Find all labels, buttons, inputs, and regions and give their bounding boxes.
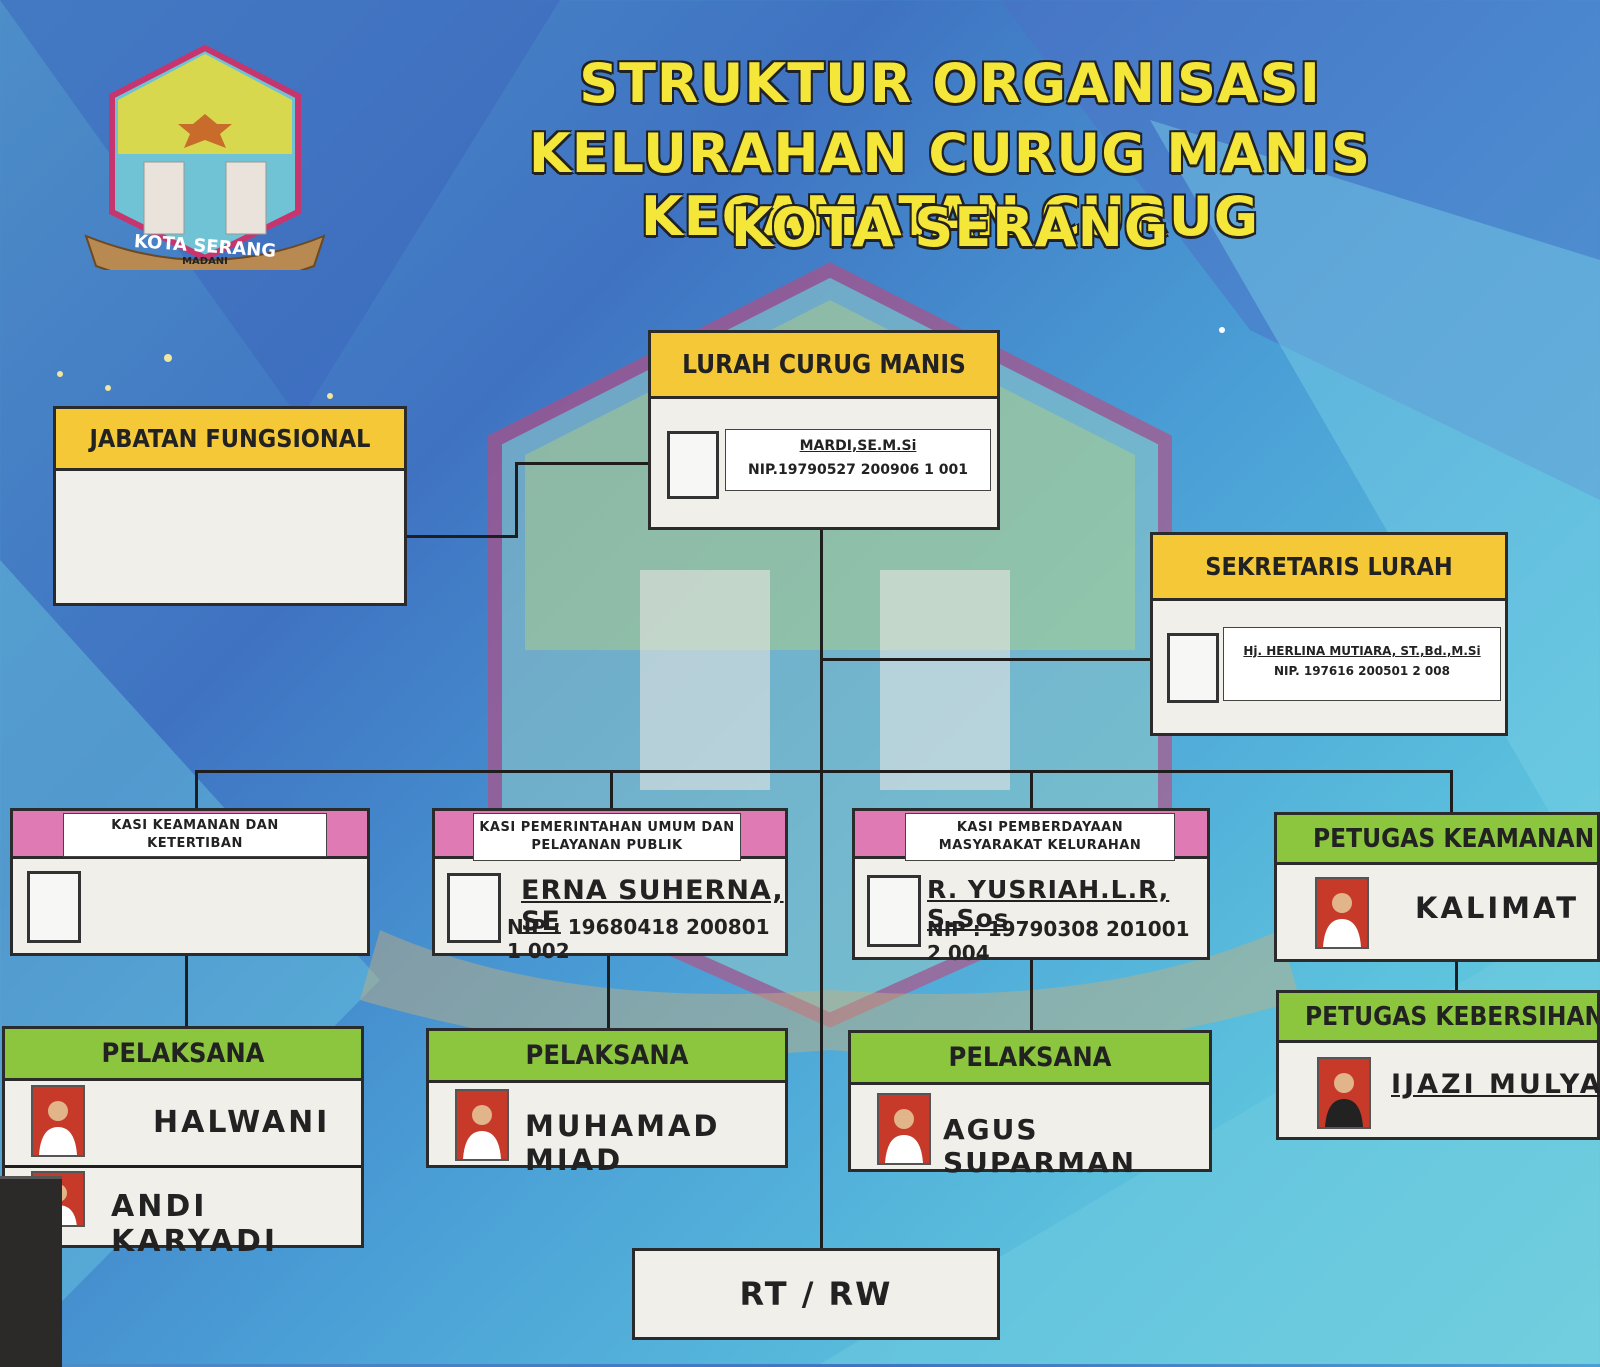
title-line-1: STRUKTUR ORGANISASI (579, 52, 1321, 115)
kasi-trantib-box: KASI KEAMANAN DAN KETERTIBAN (10, 808, 370, 956)
kasi-pemberdayaan-heading: KASI PEMBERDAYAAN MASYARAKAT KELURAHAN (905, 813, 1175, 861)
petugas-keamanan-photo (1315, 877, 1369, 949)
person-photo-icon (1325, 1073, 1363, 1127)
connector-pelaksana-1 (185, 955, 188, 1027)
connector-kasi-1 (195, 770, 198, 810)
lurah-box: LURAH CURUG MANIS MARDI,SE.M.Si NIP.1979… (648, 330, 1000, 530)
person-photo-icon (885, 1109, 923, 1163)
kasi-pemberdayaan-box: KASI PEMBERDAYAAN MASYARAKAT KELURAHAN R… (852, 808, 1210, 965)
petugas-kebersihan-heading: PETUGAS KEBERSIHAN (1279, 993, 1597, 1043)
pelaksana-2-photo (455, 1089, 509, 1161)
jabatan-fungsional-box: JABATAN FUNGSIONAL (53, 406, 407, 606)
connector-sekretaris (822, 658, 1152, 661)
pelaksana-3-name-1: AGUS SUPARMAN (943, 1113, 1137, 1179)
connector-lurah-fungsional-v (515, 462, 518, 538)
lurah-heading: LURAH CURUG MANIS (651, 333, 997, 399)
connector-kasi-2 (610, 770, 613, 810)
pelaksana-1-box: PELAKSANA HALWANI ANDI KARYADI (2, 1026, 364, 1259)
petugas-keamanan-heading: PETUGAS KEAMANAN (1277, 815, 1597, 865)
sekretaris-name-box: Hj. HERLINA MUTIARA, ST.,Bd.,M.Si NIP. 1… (1223, 627, 1501, 701)
kasi-pemberdayaan-nip: NIP : 19790308 201001 2 004 (927, 917, 1190, 965)
kasi-pemberdayaan-photo-placeholder (867, 875, 921, 947)
kasi-pemerintahan-photo-placeholder (447, 873, 501, 943)
kasi-pemerintahan-box: KASI PEMERINTAHAN UMUM DAN PELAYANAN PUB… (432, 808, 788, 963)
connector-petugas-2 (1455, 958, 1458, 992)
rt-rw-box: RT / RW (632, 1248, 1000, 1340)
connector-kasi-horizontal (195, 770, 1452, 773)
lurah-name: MARDI,SE.M.Si (799, 438, 917, 454)
lurah-name-box: MARDI,SE.M.Si NIP.19790527 200906 1 001 (725, 429, 991, 491)
petugas-keamanan-name: KALIMAT (1415, 891, 1580, 925)
jabatan-fungsional-heading: JABATAN FUNGSIONAL (56, 409, 404, 471)
logo-subtext: MADANI (182, 256, 228, 267)
kasi-trantib-photo-placeholder (27, 871, 81, 943)
sekretaris-nip: NIP. 197616 200501 2 008 (1274, 664, 1450, 678)
pelaksana-3-photo (877, 1093, 931, 1165)
petugas-keamanan-box: PETUGAS KEAMANAN KALIMAT (1274, 812, 1600, 962)
kasi-pemerintahan-nip: NIP : 19680418 200801 1 002 (507, 915, 770, 963)
petugas-kebersihan-name: IJAZI MULYADI (1391, 1069, 1600, 1100)
kasi-trantib-heading: KASI KEAMANAN DAN KETERTIBAN (63, 813, 327, 857)
kota-serang-emblem-icon (84, 44, 326, 287)
pelaksana-2-box: PELAKSANA MUHAMAD MIAD (426, 1028, 788, 1177)
sekretaris-name: Hj. HERLINA MUTIARA, ST.,Bd.,M.Si (1243, 644, 1481, 658)
sekretaris-photo-placeholder (1167, 633, 1219, 703)
petugas-kebersihan-box: PETUGAS KEBERSIHAN IJAZI MULYADI (1276, 990, 1600, 1140)
connector-pelaksana-2 (607, 955, 610, 1029)
kasi-pemberdayaan-name: R. YUSRIAH.L.R, S.Sos (927, 875, 1170, 933)
rt-rw-label: RT / RW (739, 1275, 893, 1313)
pelaksana-1-photo (31, 1085, 85, 1157)
title-line-2: KELURAHAN CURUG MANIS KECAMATAN CURUG (528, 122, 1372, 248)
connector-pelaksana-3 (1030, 955, 1033, 1032)
pelaksana-1-heading: PELAKSANA (5, 1029, 361, 1081)
person-photo-icon (39, 1101, 77, 1155)
pelaksana-1-name-2: ANDI KARYADI (111, 1189, 279, 1259)
connector-petugas (1450, 770, 1453, 814)
kasi-pemerintahan-heading: KASI PEMERINTAHAN UMUM DAN PELAYANAN PUB… (473, 813, 741, 861)
kota-serang-logo: KOTA SERANG MADANI (80, 44, 330, 287)
foreground-object (0, 1176, 62, 1367)
pelaksana-1-name-1: HALWANI (153, 1105, 331, 1140)
connector-lurah-fungsional-h1 (516, 462, 649, 465)
pelaksana-3-heading: PELAKSANA (851, 1033, 1209, 1085)
kasi-pemerintahan-name: ERNA SUHERNA, SE (521, 875, 784, 937)
person-photo-icon (1323, 893, 1361, 947)
connector-lurah-fungsional-h2 (405, 535, 518, 538)
pelaksana-2-name-1: MUHAMAD MIAD (525, 1109, 721, 1177)
pelaksana-1-divider (5, 1165, 361, 1168)
person-photo-icon (463, 1105, 501, 1159)
sekretaris-heading: SEKRETARIS LURAH (1153, 535, 1505, 601)
pelaksana-3-box: PELAKSANA AGUS SUPARMAN (848, 1030, 1212, 1179)
pelaksana-2-heading: PELAKSANA (429, 1031, 785, 1083)
sekretaris-box: SEKRETARIS LURAH Hj. HERLINA MUTIARA, ST… (1150, 532, 1508, 736)
title-line-3: KOTA SERANG (730, 196, 1170, 259)
connector-kasi-3 (1030, 770, 1033, 810)
connector-main-vertical (820, 530, 823, 1248)
lurah-photo-placeholder (667, 431, 719, 499)
petugas-kebersihan-photo (1317, 1057, 1371, 1129)
lurah-nip: NIP.19790527 200906 1 001 (748, 462, 968, 478)
